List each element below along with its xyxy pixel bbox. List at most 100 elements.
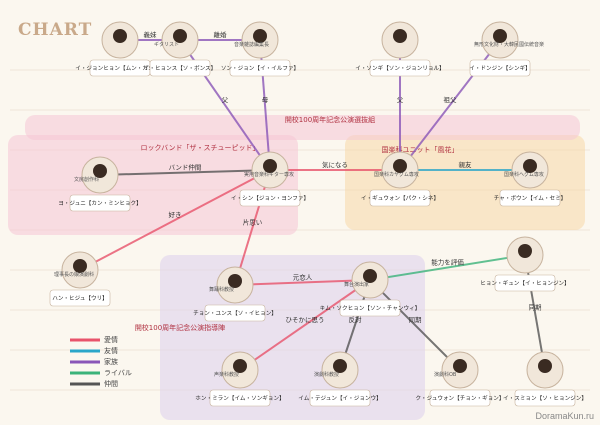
person-name: イム・テジュン【イ・ジョンウ】 bbox=[298, 394, 381, 402]
person-role: 文房創作科 bbox=[74, 176, 99, 183]
person-name: ヒョン・ギュン【イ・ヒョンジン】 bbox=[480, 280, 570, 287]
person-face bbox=[93, 164, 107, 178]
relation-label: 母 bbox=[262, 96, 269, 104]
person-role: 音楽雑誌編集長 bbox=[234, 41, 269, 48]
relation-line bbox=[239, 279, 371, 371]
person-role: 国楽科カヤグム専攻 bbox=[374, 171, 419, 178]
person-face bbox=[393, 159, 407, 173]
relation-label: 同期 bbox=[529, 304, 543, 312]
person-name: ク・ジュウォン【チョン・ギョン】 bbox=[416, 394, 505, 402]
person-face bbox=[333, 359, 347, 373]
person-name-box bbox=[429, 389, 491, 407]
person-name-box bbox=[369, 189, 431, 207]
relation-label: 片思い bbox=[243, 218, 263, 227]
relation-label: 義妹 bbox=[144, 30, 158, 39]
person-name-box bbox=[469, 59, 531, 77]
person-name: イ・ドンジン【シンギ】 bbox=[469, 65, 531, 72]
person-role: 声楽科教授 bbox=[214, 371, 239, 378]
person-name: イ・ギュウォン【パク・シネ】 bbox=[361, 194, 439, 202]
person-face bbox=[493, 29, 507, 43]
person-name: イ・シン【ジョン・ヨンファ】 bbox=[231, 195, 309, 202]
person-name: キム・ソクヒョン【ソン・チャンウィ】 bbox=[320, 304, 421, 312]
relation-label: 好き bbox=[169, 210, 182, 219]
relation-label: 能力を評価 bbox=[431, 258, 464, 267]
relation-line bbox=[99, 169, 271, 176]
person-face bbox=[233, 359, 247, 373]
legend-label: 家族 bbox=[104, 357, 118, 366]
person-name: ヨ・ジュニ【カン・ミンヒョク】 bbox=[58, 200, 142, 207]
relation-line bbox=[369, 254, 526, 281]
person-name-box bbox=[229, 59, 291, 77]
person-role: 舞踊科教授 bbox=[209, 286, 234, 293]
relation-line bbox=[369, 279, 461, 371]
person-role: 舞台演出家 bbox=[344, 281, 369, 288]
person-role: 国楽科ヘグム専攻 bbox=[504, 171, 544, 178]
person-name: イ・ソンギ【ソン・ジョンリョル】 bbox=[355, 65, 445, 72]
legend-label: 仲間 bbox=[104, 379, 118, 388]
person-role: 演劇科教授 bbox=[314, 371, 339, 378]
person-name-box bbox=[49, 289, 111, 307]
person-name-box bbox=[204, 304, 266, 322]
person-face bbox=[393, 29, 407, 43]
relation-label: 父 bbox=[222, 96, 229, 104]
person-role: ギタリスト bbox=[154, 41, 179, 48]
legend-label: ライバル bbox=[104, 369, 132, 377]
relation-label: 元恋人 bbox=[293, 273, 313, 282]
relation-label: 親友 bbox=[459, 160, 473, 169]
relation-label: 離婚 bbox=[214, 30, 228, 39]
person-face bbox=[523, 159, 537, 173]
person-name: ソン・ジョン【イ・イルファ】 bbox=[221, 65, 299, 72]
relation-line bbox=[234, 279, 371, 286]
person-name-box bbox=[339, 299, 401, 317]
person-name: イ・ジョンヒョン【ムン・ガヨン】 bbox=[75, 64, 165, 72]
person-role: 演劇科OB bbox=[434, 371, 457, 378]
person-face bbox=[253, 29, 267, 43]
person-name-box bbox=[209, 389, 271, 407]
person-name-box bbox=[239, 189, 301, 207]
relation-label: バンド仲間 bbox=[169, 163, 202, 172]
person-name-box bbox=[499, 189, 561, 207]
person-face bbox=[73, 259, 87, 273]
person-name-box bbox=[369, 59, 431, 77]
person-name: ホン・ミラン【イム・ソンギョン】 bbox=[195, 395, 284, 402]
relation-label: ひそかに思う bbox=[286, 316, 325, 324]
group-label: 開校100周年記念公演選抜組 bbox=[285, 115, 375, 124]
relation-line bbox=[524, 254, 546, 371]
person-name-box bbox=[149, 59, 211, 77]
person-face bbox=[518, 244, 532, 258]
person-role: 理事長の娘演劇科 bbox=[54, 271, 94, 278]
person-face bbox=[113, 29, 127, 43]
group-label: 国楽科ユニット「風花」 bbox=[382, 145, 459, 154]
relation-label: 父 bbox=[397, 96, 404, 104]
person-name-box bbox=[309, 389, 371, 407]
group-region bbox=[25, 115, 580, 140]
group-label: ロックバンド「ザ・スチューピッド」 bbox=[141, 144, 260, 152]
group-label: 開校100周年記念公演指導陣 bbox=[135, 323, 225, 332]
relation-line bbox=[234, 169, 271, 286]
person-face bbox=[263, 159, 277, 173]
person-name: ハン・ヒジュ【ウリ】 bbox=[52, 294, 108, 302]
person-face bbox=[173, 29, 187, 43]
watermark: DoramaKun.ru bbox=[535, 411, 594, 421]
relation-label: 気になる bbox=[322, 160, 348, 169]
person-role: 実用音楽科ギター専攻 bbox=[244, 171, 294, 178]
person-name: イ・ヒョンス【ソ・ボンス】 bbox=[144, 64, 217, 72]
person-role: 無形文化財・大韓民國伝統音楽 bbox=[474, 41, 544, 48]
relation-label: 同期 bbox=[409, 316, 423, 324]
person-name: チャ・ボウン【イム・セミ】 bbox=[494, 194, 567, 202]
chart-title: CHART bbox=[18, 20, 93, 40]
person-face bbox=[538, 359, 552, 373]
person-name-box bbox=[494, 274, 556, 292]
person-face bbox=[453, 359, 467, 373]
person-name-box bbox=[514, 389, 576, 407]
legend-label: 友情 bbox=[104, 346, 118, 355]
legend-label: 愛情 bbox=[104, 335, 118, 344]
person-name: イ・スミョン【ソ・ヒョンジン】 bbox=[503, 395, 587, 402]
relation-line bbox=[79, 169, 271, 271]
person-face bbox=[228, 274, 242, 288]
person-name: チョン・ユンス【ソ・イヒョン】 bbox=[193, 310, 277, 317]
person-face bbox=[363, 269, 377, 283]
person-name-box bbox=[69, 194, 131, 212]
relation-label: 祖父 bbox=[444, 95, 458, 104]
